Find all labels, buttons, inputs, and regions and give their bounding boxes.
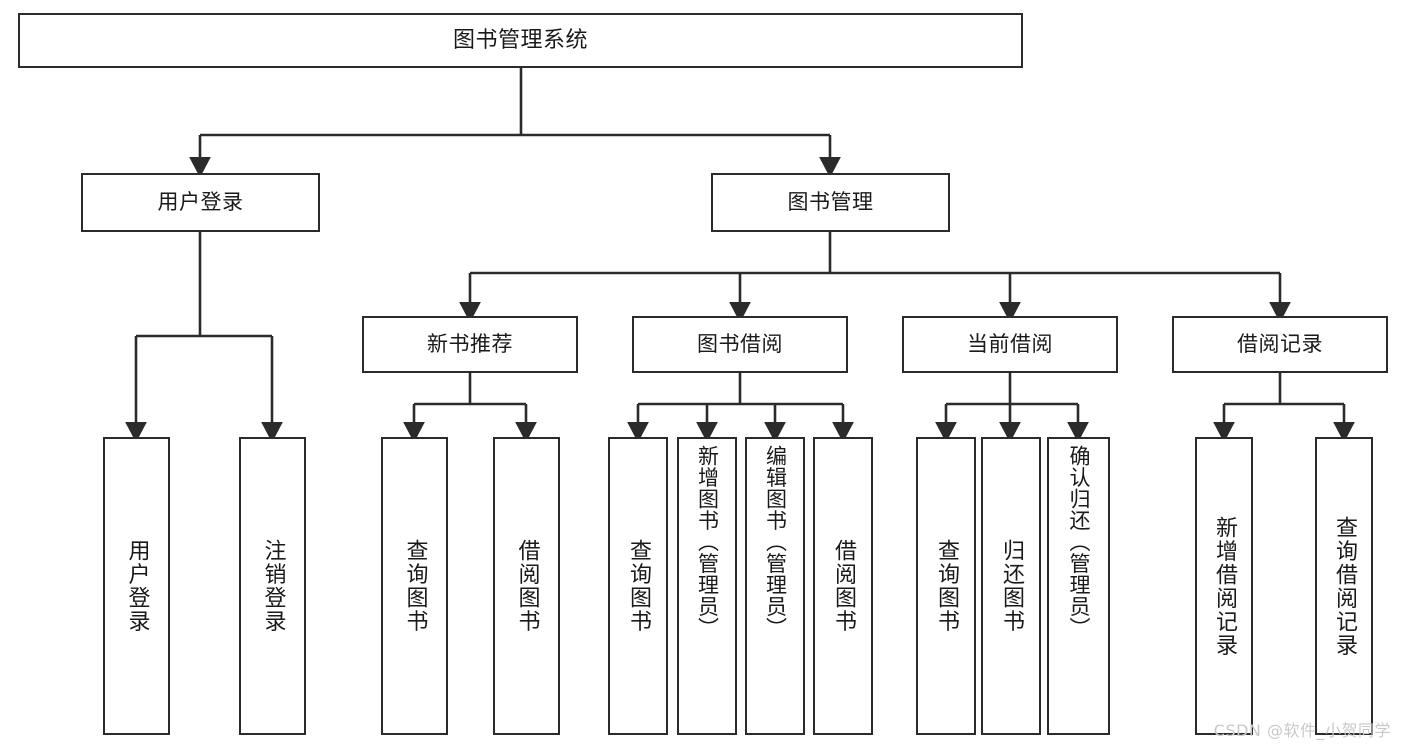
leaf-logout[interactable]: 注销登录	[239, 437, 306, 735]
leaf-edit-book[interactable]: 编辑图书（管理员）	[745, 437, 805, 735]
node-label: 图书管理	[787, 190, 874, 215]
node-label: 借阅图书	[831, 539, 856, 633]
node-label: 编辑图书（管理员）	[763, 445, 788, 639]
node-label: 图书管理系统	[452, 27, 588, 53]
node-label: 查询图书	[402, 539, 428, 633]
node-label: 当前借阅	[967, 332, 1053, 357]
leaf-borrow-book-borrow[interactable]: 借阅图书	[813, 437, 873, 735]
leaf-add-book[interactable]: 新增图书（管理员）	[677, 437, 737, 735]
leaf-query-book-borrow[interactable]: 查询图书	[608, 437, 668, 735]
node-user-login[interactable]: 用户登录	[81, 173, 320, 232]
leaf-user-login[interactable]: 用户登录	[103, 437, 170, 735]
node-label: 归还图书	[999, 539, 1024, 633]
node-label: 借阅图书	[514, 539, 540, 633]
node-new-book-rec[interactable]: 新书推荐	[362, 316, 578, 373]
leaf-query-book-rec[interactable]: 查询图书	[381, 437, 448, 735]
node-label: 新书推荐	[427, 332, 513, 357]
node-current-borrow[interactable]: 当前借阅	[902, 316, 1118, 373]
node-label: 查询图书	[626, 539, 651, 633]
leaf-query-record[interactable]: 查询借阅记录	[1315, 437, 1373, 735]
node-root-system[interactable]: 图书管理系统	[18, 13, 1023, 68]
watermark-text: CSDN @软件_小贺同学	[1213, 721, 1391, 740]
leaf-borrow-book-rec[interactable]: 借阅图书	[493, 437, 560, 735]
leaf-add-record[interactable]: 新增借阅记录	[1195, 437, 1253, 735]
node-label: 新增图书（管理员）	[695, 445, 720, 639]
node-label: 查询借阅记录	[1332, 515, 1357, 657]
node-label: 用户登录	[124, 539, 150, 633]
node-borrow-record[interactable]: 借阅记录	[1172, 316, 1388, 373]
node-label: 查询图书	[934, 539, 959, 633]
leaf-return-book[interactable]: 归还图书	[981, 437, 1041, 735]
node-label: 确认归还（管理员）	[1067, 445, 1091, 639]
leaf-query-book-current[interactable]: 查询图书	[916, 437, 976, 735]
node-label: 新增借阅记录	[1212, 515, 1237, 657]
node-label: 注销登录	[260, 539, 286, 633]
node-label: 用户登录	[157, 190, 244, 215]
node-label: 图书借阅	[697, 332, 783, 357]
node-book-borrow[interactable]: 图书借阅	[632, 316, 848, 373]
node-book-manage[interactable]: 图书管理	[711, 173, 950, 232]
leaf-confirm-return[interactable]: 确认归还（管理员）	[1047, 437, 1110, 735]
node-label: 借阅记录	[1237, 332, 1323, 357]
